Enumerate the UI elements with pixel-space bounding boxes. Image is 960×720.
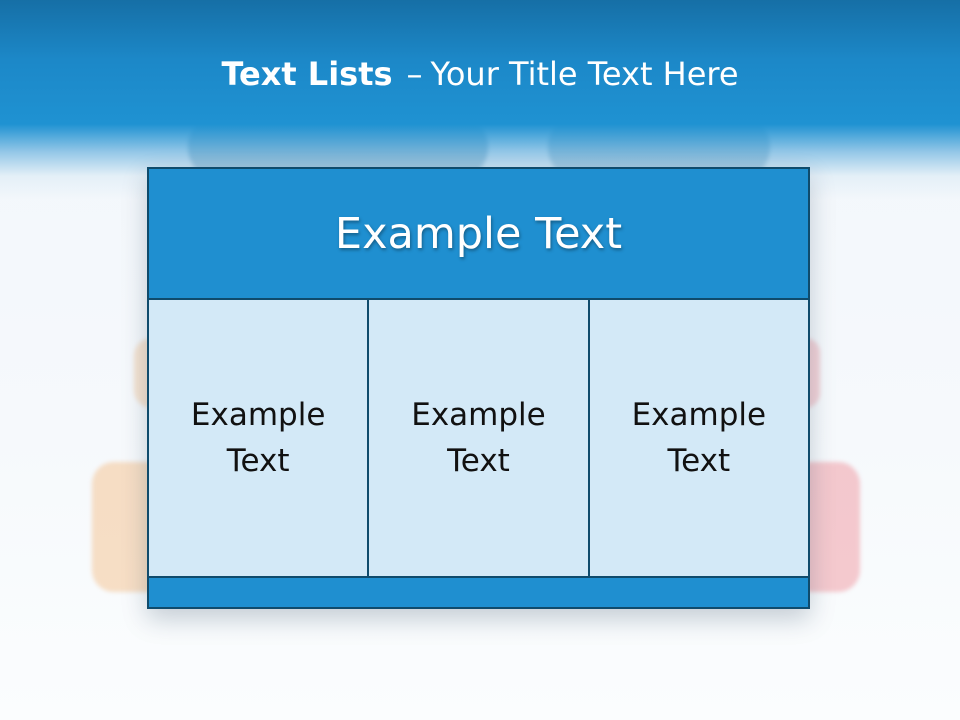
table-cell-2: Example Text <box>367 300 588 576</box>
title-separator: – <box>406 55 423 93</box>
table-footer-bar <box>149 578 808 607</box>
table-cell-text: Example Text <box>631 397 767 479</box>
title-bold-text: Text Lists <box>221 55 393 93</box>
header-band <box>0 0 960 200</box>
table-cell-1: Example Text <box>149 300 368 576</box>
table-cell-text: Example Text <box>411 397 546 479</box>
slide-title: Text Lists–Your Title Text Here <box>0 52 960 96</box>
table-cells-row: Example Text Example Text Example Text <box>149 300 808 578</box>
table-cell-text: Example Text <box>190 397 326 479</box>
title-subtitle-text: Your Title Text Here <box>430 55 739 93</box>
table-header-text: Example Text <box>334 208 623 259</box>
text-list-table: Example Text Example Text Example Text E… <box>147 167 810 609</box>
table-header: Example Text <box>149 169 808 300</box>
table-cell-3: Example Text <box>587 300 808 576</box>
